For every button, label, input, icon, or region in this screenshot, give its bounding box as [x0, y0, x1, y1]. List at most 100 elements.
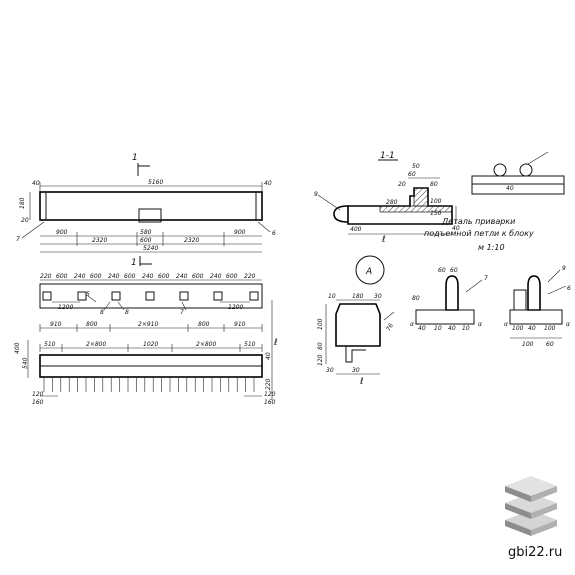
svg-text:10: 10 — [434, 325, 442, 332]
svg-text:600: 600 — [56, 273, 68, 280]
svg-text:60: 60 — [408, 171, 416, 178]
svg-text:ℓ: ℓ — [381, 235, 386, 245]
svg-text:100: 100 — [544, 325, 556, 332]
svg-text:2320: 2320 — [184, 237, 199, 244]
svg-text:5160: 5160 — [148, 179, 163, 186]
svg-text:9: 9 — [562, 265, 566, 272]
svg-text:600: 600 — [140, 237, 152, 244]
svg-text:900: 900 — [234, 229, 246, 236]
svg-text:120: 120 — [264, 391, 276, 398]
svg-text:ℓ: ℓ — [359, 377, 364, 387]
svg-text:α: α — [410, 321, 414, 328]
svg-text:10: 10 — [328, 293, 336, 300]
svg-text:7: 7 — [484, 275, 488, 282]
svg-text:6: 6 — [272, 230, 276, 237]
svg-text:40: 40 — [32, 180, 40, 187]
svg-text:900: 900 — [56, 229, 68, 236]
svg-text:220: 220 — [265, 378, 272, 390]
svg-text:240: 240 — [142, 273, 154, 280]
svg-text:600: 600 — [226, 273, 238, 280]
svg-text:1200: 1200 — [228, 304, 243, 311]
svg-text:1200: 1200 — [58, 304, 73, 311]
svg-text:100: 100 — [430, 198, 442, 205]
svg-text:400: 400 — [350, 226, 362, 233]
svg-text:120: 120 — [317, 354, 324, 366]
svg-text:2320: 2320 — [92, 237, 107, 244]
svg-text:ℓ: ℓ — [273, 338, 278, 348]
svg-text:м 1:10: м 1:10 — [478, 243, 505, 252]
svg-text:800: 800 — [86, 321, 98, 328]
elevation-view: 1 40 40 5160 180 20 7 6 900 2320 580 — [16, 153, 276, 268]
svg-text:2×800: 2×800 — [196, 341, 216, 348]
svg-text:910: 910 — [50, 321, 62, 328]
svg-text:20: 20 — [21, 217, 29, 224]
site-logo: gbi22.ru — [505, 476, 562, 560]
section-mark-bottom: 1 — [131, 256, 152, 268]
svg-text:40: 40 — [418, 325, 426, 332]
svg-text:30: 30 — [326, 367, 334, 374]
plan-top-row-dims: 220 600 240 600 240 600 240 600 240 600 … — [40, 273, 256, 280]
svg-text:α: α — [504, 321, 508, 328]
svg-text:220: 220 — [244, 273, 256, 280]
svg-text:1-1: 1-1 — [380, 151, 395, 161]
svg-text:600: 600 — [192, 273, 204, 280]
svg-text:40: 40 — [264, 180, 272, 187]
plan-view: 220 600 240 600 240 600 240 600 240 600 … — [14, 273, 278, 406]
svg-text:120: 120 — [32, 391, 44, 398]
svg-text:580: 580 — [140, 229, 152, 236]
svg-text:600: 600 — [90, 273, 102, 280]
svg-text:510: 510 — [44, 341, 56, 348]
svg-text:7: 7 — [16, 236, 20, 243]
svg-text:А: А — [365, 267, 372, 277]
svg-text:100: 100 — [512, 325, 524, 332]
svg-text:510: 510 — [244, 341, 256, 348]
svg-text:40: 40 — [452, 225, 460, 232]
svg-text:600: 600 — [124, 273, 136, 280]
svg-text:60: 60 — [450, 267, 458, 274]
svg-text:80: 80 — [317, 342, 324, 350]
svg-text:Деталь приварки: Деталь приварки — [441, 217, 515, 226]
svg-text:600: 600 — [158, 273, 170, 280]
svg-text:400: 400 — [14, 342, 21, 354]
svg-text:280: 280 — [386, 199, 398, 206]
detail-a-drawing: 10 180 30 76 100 80 120 30 30 ℓ — [317, 293, 395, 387]
section-1-1: 1-1 9 50 20 60 80 280 100 150 400 ℓ 40 — [314, 151, 460, 245]
svg-text:76: 76 — [385, 322, 395, 332]
svg-text:20: 20 — [398, 181, 406, 188]
svg-text:1020: 1020 — [143, 341, 158, 348]
svg-text:30: 30 — [374, 293, 382, 300]
svg-text:подъемной петли к блоку: подъемной петли к блоку — [424, 229, 534, 238]
weld-detail-2: 9 6 100 40 100 100 60 α α — [504, 265, 571, 348]
svg-text:800: 800 — [198, 321, 210, 328]
svg-text:150: 150 — [430, 210, 442, 217]
svg-text:180: 180 — [352, 293, 364, 300]
svg-text:1: 1 — [132, 153, 138, 163]
svg-text:180: 180 — [19, 197, 26, 209]
svg-text:160: 160 — [264, 399, 276, 406]
svg-text:2×910: 2×910 — [138, 321, 158, 328]
rebar-ticks — [43, 377, 255, 392]
svg-text:40: 40 — [528, 325, 536, 332]
svg-text:100: 100 — [317, 318, 324, 330]
svg-text:60: 60 — [546, 341, 554, 348]
svg-text:α: α — [478, 321, 482, 328]
svg-text:30: 30 — [352, 367, 360, 374]
svg-text:40: 40 — [448, 325, 456, 332]
svg-text:5: 5 — [86, 291, 90, 298]
svg-text:7: 7 — [180, 309, 184, 316]
section-mark-top: 1 — [132, 153, 150, 176]
svg-text:50: 50 — [412, 163, 420, 170]
svg-text:240: 240 — [210, 273, 222, 280]
svg-text:8: 8 — [100, 309, 104, 316]
weld-detail-1: 60 60 80 40 10 40 10 7 α α — [410, 267, 488, 332]
svg-text:240: 240 — [108, 273, 120, 280]
svg-text:540: 540 — [22, 357, 29, 369]
svg-text:5240: 5240 — [143, 245, 158, 252]
loop-detail-top: 40 — [471, 151, 565, 195]
svg-text:240: 240 — [74, 273, 86, 280]
svg-text:100: 100 — [522, 341, 534, 348]
svg-text:1: 1 — [131, 258, 137, 268]
cube-stack-icon — [505, 476, 557, 536]
svg-text:8: 8 — [125, 309, 129, 316]
